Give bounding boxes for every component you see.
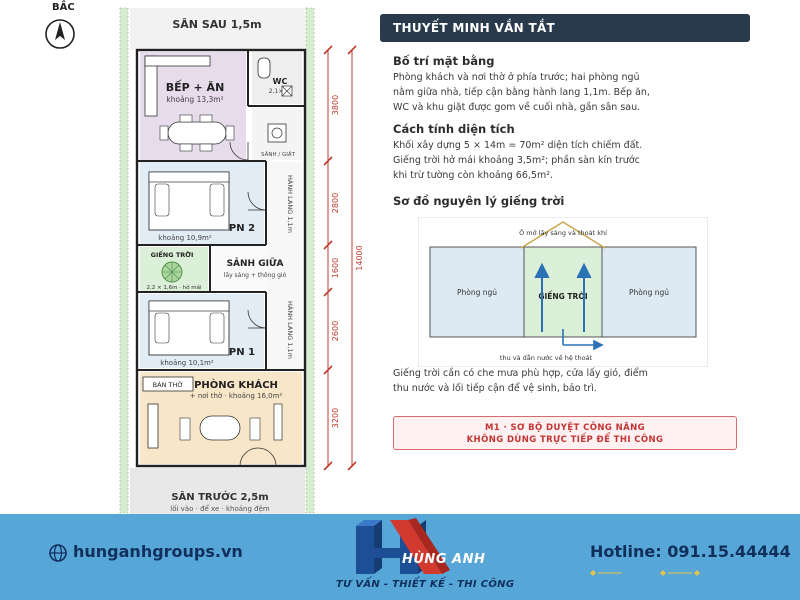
- logo-name: HÙNG ANH: [402, 552, 486, 567]
- dim-label: 3200: [331, 408, 340, 428]
- globe-icon: [49, 544, 67, 562]
- hedge-right: [305, 7, 315, 514]
- logo-tagline: TƯ VẤN - THIẾT KẾ - THI CÔNG: [336, 579, 515, 590]
- front-yard-sub: lối vào · để xe · khoảng đệm: [170, 504, 270, 513]
- living-sub: + nơi thờ · khoảng 16,0m²: [190, 392, 283, 400]
- corridor-label: HÀNH LANG 1,1m: [286, 301, 295, 359]
- bedroom2-area: khoảng 10,9m²: [158, 234, 212, 242]
- diagram-left-room: Phòng ngủ: [457, 288, 497, 297]
- front-yard-label: SÂN TRƯỚC 2,5m: [171, 490, 268, 503]
- text-line: Phòng khách và nơi thờ ở phía trước; hai…: [393, 72, 640, 83]
- middle-hall-sub: lấy sáng + thông gió: [224, 272, 287, 279]
- bedroom1-area: khoảng 10,1m²: [160, 359, 214, 367]
- section-text-skylight: Giếng trời cần có che mưa phù hợp, cửa l…: [393, 366, 738, 396]
- sofa-icon: [147, 403, 159, 449]
- chair: [179, 114, 193, 123]
- hedge-left: [119, 7, 129, 514]
- wc-dim: 2,1×: [269, 88, 284, 95]
- back-yard-label: SÂN SAU 1,5m: [172, 18, 261, 31]
- airflow-arrow-icon: [534, 262, 592, 332]
- text-line: Giếng trời cần có che mưa phù hợp, cửa l…: [393, 368, 648, 379]
- hotline-text[interactable]: Hotline: 091.15.44444: [590, 542, 791, 561]
- north-arrow-icon: [45, 19, 75, 49]
- floor-plan: SÂN SAU 1,5m BẾP + ĂN khoảng 13,3m² WC 2…: [119, 7, 364, 514]
- compass: BẮC: [40, 2, 80, 52]
- dining-table: [167, 121, 227, 145]
- section-text-area: Khối xây dựng 5 × 14m = 70m² diện tích c…: [393, 138, 738, 183]
- kitchen-area: khoảng 13,3m²: [166, 95, 223, 104]
- total-dim-label: 14000: [355, 245, 364, 270]
- website-link[interactable]: hunganhgroups.vn: [73, 542, 243, 561]
- corridor: [268, 162, 302, 370]
- dim-label: 3800: [331, 95, 340, 115]
- diagram-bottom-label: thu và dẫn nước về hệ thoát: [500, 353, 593, 362]
- section-title-skylight: Sơ đồ nguyên lý giếng trời: [393, 194, 565, 208]
- footer-banner: hunganhgroups.vn HÙNG ANH TƯ VẤN - THIẾT…: [0, 514, 800, 600]
- skylight-section-diagram: Ô mở lấy sáng và thoát khí Phòng ngủ Phò…: [418, 217, 708, 367]
- chair: [179, 417, 191, 441]
- dim-label: 1600: [331, 258, 340, 278]
- kitchen-title: BẾP + ĂN: [166, 79, 225, 94]
- middle-hall: [212, 247, 268, 291]
- warning-line-2: KHÔNG DÙNG TRỰC TIẾP ĐỂ THI CÔNG: [466, 435, 664, 445]
- warning-box: M1 · SƠ BỘ DUYỆT CÔNG NĂNG KHÔNG DÙNG TR…: [393, 416, 737, 450]
- cabinet: [273, 403, 283, 441]
- corridor-label: HÀNH LANG 1,1m: [286, 175, 295, 233]
- diagram-center-label: GIẾNG TRỜI: [538, 291, 588, 301]
- sparkle-decor-icon: [590, 570, 622, 576]
- living-title: PHÒNG KHÁCH: [194, 378, 278, 391]
- text-line: Khối xây dựng 5 × 14m = 70m² diện tích c…: [393, 140, 643, 151]
- skylight-title: GIẾNG TRỜI: [151, 249, 194, 259]
- chair: [179, 143, 193, 152]
- altar-box: [142, 376, 194, 392]
- chair: [199, 114, 213, 123]
- dim-label: 2800: [331, 193, 340, 213]
- sparkle-decor-icon: [660, 570, 700, 576]
- altar-label: BÀN THỜ: [153, 380, 184, 389]
- skylight-dim: 2,2 × 1,6m · hở mái: [146, 284, 202, 291]
- chair: [249, 417, 261, 441]
- text-line: Giếng trời hở mái khoảng 3,5m²; phần sàn…: [393, 155, 640, 166]
- back-yard: [130, 8, 305, 50]
- diagram-right-room: Phòng ngủ: [629, 288, 669, 297]
- middle-hall-title: SẢNH GIỮA: [227, 257, 284, 269]
- washing-machine-icon: [267, 123, 287, 143]
- dim-label: 2600: [331, 321, 340, 341]
- wc-label: WC: [273, 77, 288, 86]
- text-line: WC và khu giặt được gom về cuối nhà, gần…: [393, 102, 641, 113]
- drain-arrow-icon: [562, 329, 604, 351]
- section-text-layout: Phòng khách và nơi thờ ở phía trước; hai…: [393, 70, 738, 115]
- text-line: nằm giữa nhà, tiếp cận bằng hành lang 1,…: [393, 87, 650, 98]
- text-line: khi trừ tường còn khoảng 66,5m².: [393, 170, 554, 181]
- description-panel: THUYẾT MINH VẮN TẮT Bố trí mặt bằng Phòn…: [380, 14, 750, 510]
- bedroom2-title: PN 2: [229, 223, 255, 234]
- chair: [159, 125, 169, 141]
- coffee-table: [199, 415, 241, 441]
- diagram-top-label: Ô mở lấy sáng và thoát khí: [519, 228, 607, 237]
- chair: [225, 125, 235, 141]
- text-line: thu nước và lối tiếp cận để vệ sinh, bảo…: [393, 383, 597, 394]
- warning-line-1: M1 · SƠ BỘ DUYỆT CÔNG NĂNG: [484, 423, 646, 433]
- section-title-layout: Bố trí mặt bằng: [393, 54, 495, 68]
- panel-header: THUYẾT MINH VẮN TẮT: [380, 14, 750, 42]
- toilet-icon: [257, 57, 271, 79]
- bedroom1-title: PN 1: [229, 347, 255, 358]
- front-yard: [130, 468, 305, 514]
- chair: [199, 143, 213, 152]
- compass-label: BẮC: [52, 2, 75, 13]
- laundry-label: SÂNH / GIẶT: [261, 151, 296, 158]
- section-title-area: Cách tính diện tích: [393, 122, 515, 136]
- kitchen-counter-top: [144, 55, 211, 67]
- company-logo-icon: [356, 518, 450, 574]
